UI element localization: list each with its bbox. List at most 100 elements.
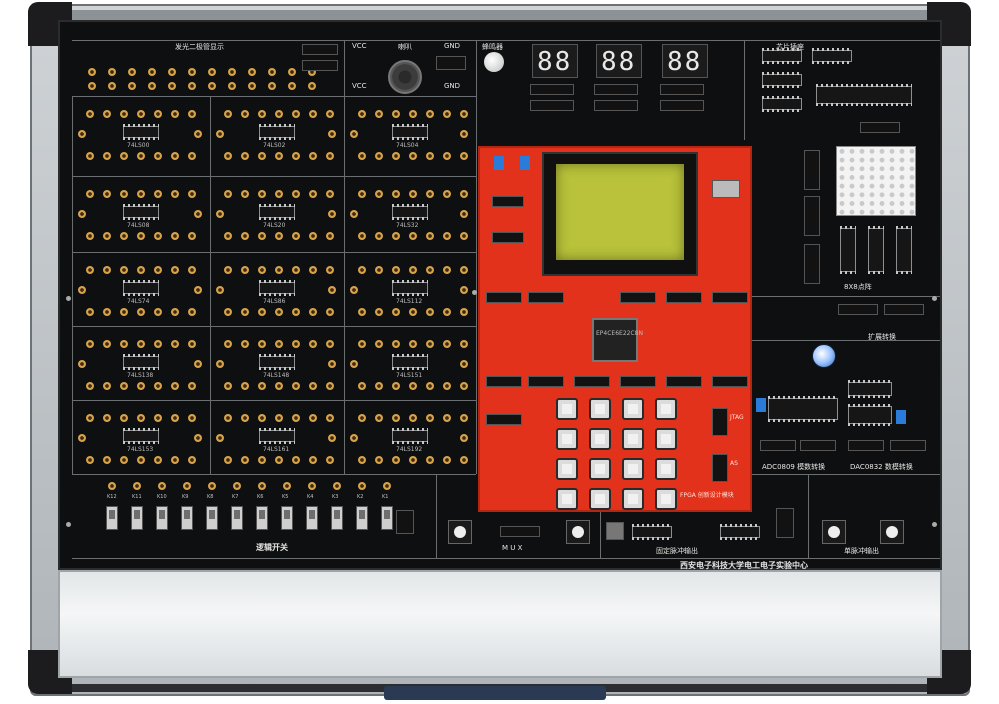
switch-output-jack[interactable]	[333, 482, 341, 490]
chip-pin-jack[interactable]	[326, 152, 334, 160]
single-pulse-button[interactable]	[566, 520, 590, 544]
chip-pin-jack[interactable]	[154, 232, 162, 240]
chip-pin-jack[interactable]	[375, 382, 383, 390]
switch-output-jack[interactable]	[133, 482, 141, 490]
led-jack[interactable]	[288, 68, 296, 76]
chip-pin-jack[interactable]	[358, 232, 366, 240]
chip-pin-jack[interactable]	[292, 308, 300, 316]
chip-pin-jack[interactable]	[188, 152, 196, 160]
chip-pin-jack[interactable]	[224, 414, 232, 422]
chip-pin-jack[interactable]	[154, 308, 162, 316]
chip-pin-jack[interactable]	[460, 110, 468, 118]
chip-pin-jack[interactable]	[426, 340, 434, 348]
chip-pin-jack[interactable]	[375, 232, 383, 240]
chip-pin-jack[interactable]	[392, 414, 400, 422]
chip-pin-jack[interactable]	[78, 360, 86, 368]
led-jack[interactable]	[128, 68, 136, 76]
chip-pin-jack[interactable]	[258, 152, 266, 160]
led-jack[interactable]	[248, 82, 256, 90]
chip-pin-jack[interactable]	[137, 152, 145, 160]
chip-pin-jack[interactable]	[103, 308, 111, 316]
chip-pin-jack[interactable]	[460, 382, 468, 390]
chip-pin-jack[interactable]	[86, 340, 94, 348]
chip-pin-jack[interactable]	[194, 130, 202, 138]
switch-output-jack[interactable]	[383, 482, 391, 490]
chip-pin-jack[interactable]	[426, 190, 434, 198]
switch-output-jack[interactable]	[208, 482, 216, 490]
chip-pin-jack[interactable]	[224, 110, 232, 118]
chip-pin-jack[interactable]	[258, 308, 266, 316]
chip-pin-jack[interactable]	[171, 340, 179, 348]
chip-pin-jack[interactable]	[103, 190, 111, 198]
chip-pin-jack[interactable]	[241, 414, 249, 422]
chip-pin-jack[interactable]	[392, 266, 400, 274]
chip-pin-jack[interactable]	[358, 382, 366, 390]
chip-pin-jack[interactable]	[120, 456, 128, 464]
chip-pin-jack[interactable]	[78, 210, 86, 218]
logic-toggle-switch[interactable]	[106, 506, 118, 530]
chip-pin-jack[interactable]	[120, 152, 128, 160]
chip-pin-jack[interactable]	[224, 340, 232, 348]
keypad-button[interactable]	[655, 458, 677, 480]
chip-pin-jack[interactable]	[258, 190, 266, 198]
chip-pin-jack[interactable]	[460, 456, 468, 464]
chip-pin-jack[interactable]	[154, 382, 162, 390]
chip-pin-jack[interactable]	[137, 414, 145, 422]
logic-toggle-switch[interactable]	[256, 506, 268, 530]
chip-pin-jack[interactable]	[103, 456, 111, 464]
chip-pin-jack[interactable]	[216, 210, 224, 218]
chip-pin-jack[interactable]	[350, 286, 358, 294]
chip-pin-jack[interactable]	[275, 382, 283, 390]
chip-pin-jack[interactable]	[120, 110, 128, 118]
single-pulse-button[interactable]	[448, 520, 472, 544]
logic-toggle-switch[interactable]	[331, 506, 343, 530]
chip-pin-jack[interactable]	[460, 232, 468, 240]
led-jack[interactable]	[308, 68, 316, 76]
chip-pin-jack[interactable]	[443, 152, 451, 160]
chip-pin-jack[interactable]	[292, 152, 300, 160]
chip-pin-jack[interactable]	[224, 190, 232, 198]
chip-pin-jack[interactable]	[292, 232, 300, 240]
chip-pin-jack[interactable]	[241, 110, 249, 118]
chip-pin-jack[interactable]	[392, 232, 400, 240]
chip-pin-jack[interactable]	[78, 130, 86, 138]
chip-pin-jack[interactable]	[292, 110, 300, 118]
chip-pin-jack[interactable]	[275, 266, 283, 274]
chip-pin-jack[interactable]	[326, 232, 334, 240]
chip-pin-jack[interactable]	[358, 414, 366, 422]
chip-pin-jack[interactable]	[426, 414, 434, 422]
chip-pin-jack[interactable]	[194, 286, 202, 294]
chip-pin-jack[interactable]	[137, 110, 145, 118]
chip-pin-jack[interactable]	[309, 190, 317, 198]
keypad-button[interactable]	[655, 488, 677, 510]
chip-pin-jack[interactable]	[154, 414, 162, 422]
keypad-button[interactable]	[556, 398, 578, 420]
chip-pin-jack[interactable]	[375, 340, 383, 348]
chip-pin-jack[interactable]	[137, 340, 145, 348]
led-jack[interactable]	[188, 68, 196, 76]
usb-port[interactable]	[712, 180, 740, 198]
chip-pin-jack[interactable]	[275, 414, 283, 422]
chip-pin-jack[interactable]	[426, 152, 434, 160]
chip-pin-jack[interactable]	[350, 360, 358, 368]
chip-pin-jack[interactable]	[358, 266, 366, 274]
led-jack[interactable]	[268, 68, 276, 76]
chip-pin-jack[interactable]	[460, 266, 468, 274]
keypad-button[interactable]	[556, 428, 578, 450]
led-jack[interactable]	[208, 68, 216, 76]
chip-pin-jack[interactable]	[171, 152, 179, 160]
switch-output-jack[interactable]	[233, 482, 241, 490]
switch-output-jack[interactable]	[108, 482, 116, 490]
chip-pin-jack[interactable]	[171, 232, 179, 240]
led-jack[interactable]	[228, 82, 236, 90]
led-jack[interactable]	[308, 82, 316, 90]
chip-pin-jack[interactable]	[241, 152, 249, 160]
chip-pin-jack[interactable]	[409, 110, 417, 118]
chip-pin-jack[interactable]	[120, 266, 128, 274]
led-jack[interactable]	[148, 82, 156, 90]
chip-pin-jack[interactable]	[258, 456, 266, 464]
chip-pin-jack[interactable]	[103, 232, 111, 240]
chip-pin-jack[interactable]	[171, 382, 179, 390]
chip-pin-jack[interactable]	[171, 190, 179, 198]
chip-pin-jack[interactable]	[443, 382, 451, 390]
